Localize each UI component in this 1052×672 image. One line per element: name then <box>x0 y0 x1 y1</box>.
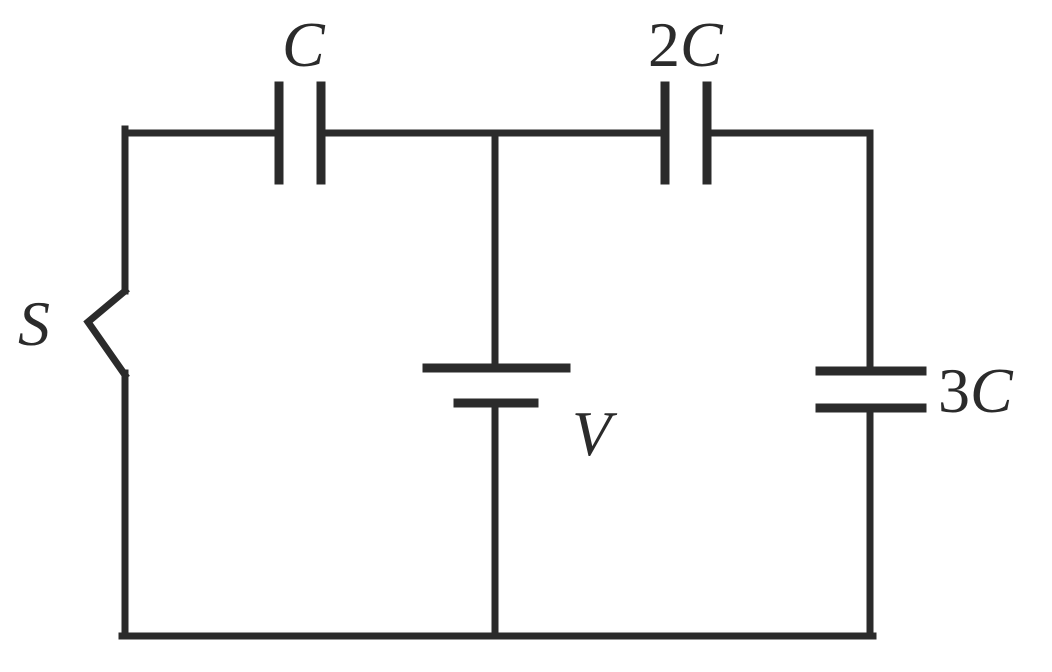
capacitor-3C-label: 3C <box>938 355 1014 426</box>
capacitor-C-label: C <box>282 9 326 80</box>
switch-blade <box>83 286 130 380</box>
capacitor-2C-label: 2C <box>648 9 724 80</box>
battery-label: V <box>572 398 618 469</box>
switch-label: S <box>18 288 50 359</box>
